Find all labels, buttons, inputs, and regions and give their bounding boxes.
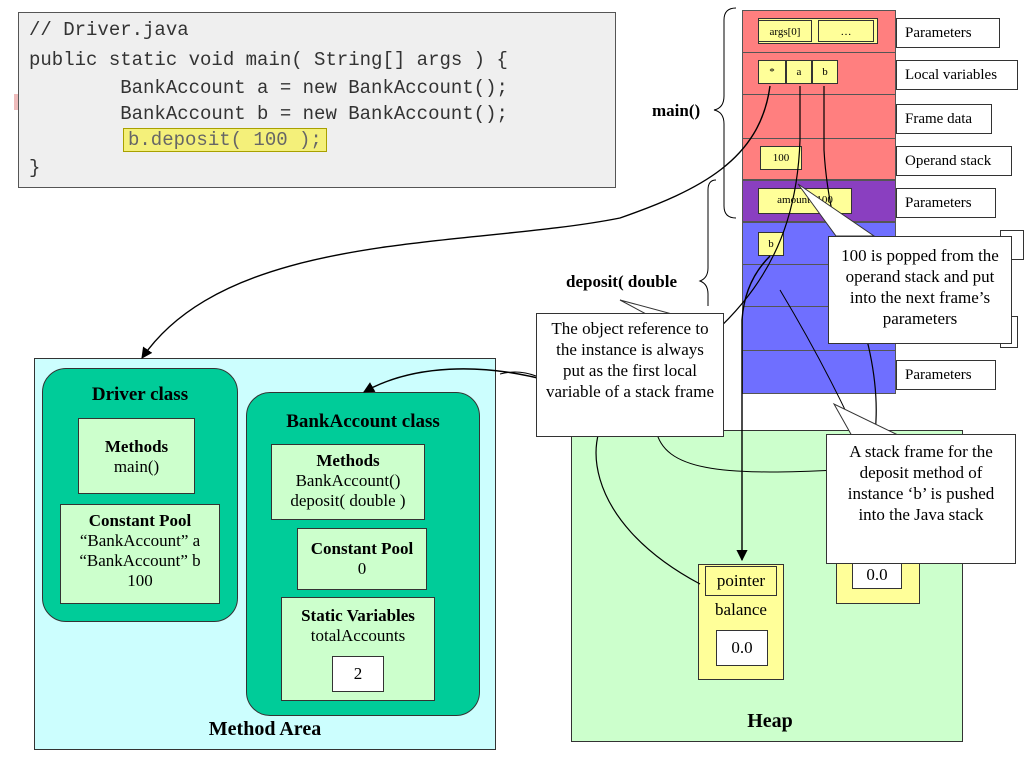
operand-slot: 100: [760, 146, 802, 170]
label-parameters: Parameters: [896, 18, 1000, 48]
bankaccount-methods-box: Methods BankAccount() deposit( double ): [271, 444, 425, 520]
callout-pointer: [619, 299, 673, 315]
callout-pointer: [797, 183, 876, 237]
bankaccount-class-title: BankAccount class: [286, 411, 440, 432]
deposit-brace: [698, 179, 717, 306]
highlighted-call: b.deposit( 100 );: [123, 128, 327, 152]
callout-popped: 100 is popped from the operand stack and…: [828, 236, 1012, 344]
methods-label: Methods: [104, 437, 169, 456]
code-line: BankAccount a = new BankAccount();: [29, 77, 508, 99]
deposit-frame-label: deposit( double: [566, 272, 677, 291]
code-line: BankAccount b = new BankAccount();: [29, 103, 508, 125]
code-snippet: // Driver.java public static void main( …: [18, 12, 616, 188]
method-main: main(): [113, 457, 160, 476]
local-b-slot: b: [812, 60, 838, 84]
args0-slot: args[0]: [758, 20, 812, 42]
methods-label: Methods: [316, 451, 380, 470]
driver-constant-pool-box: Constant Pool “BankAccount” a “BankAccou…: [60, 504, 220, 604]
constant-pool-label: Constant Pool: [310, 539, 414, 558]
callout-pointer: [832, 402, 901, 437]
method-constructor: BankAccount(): [295, 471, 401, 490]
pool-item: 100: [127, 571, 153, 590]
code-line: // Driver.java: [29, 19, 189, 41]
main-brace: [713, 7, 737, 219]
pool-item: “BankAccount” b: [79, 551, 201, 570]
label-frame-data: Frame data: [896, 104, 992, 134]
frame-divider: [742, 350, 896, 351]
static-variable-name: totalAccounts: [310, 626, 406, 645]
method-area-title: Method Area: [208, 718, 322, 740]
driver-class-arrow: [141, 85, 771, 359]
code-line: public static void main( String[] args )…: [29, 49, 508, 71]
frame-divider: [742, 264, 896, 265]
deposit-frame-connector: [655, 429, 837, 473]
local-a-slot: a: [786, 60, 812, 84]
balance-value: 0.0: [716, 630, 768, 666]
label-deposit-parameters: Parameters: [896, 188, 996, 218]
frame-divider: [742, 94, 896, 95]
args-ellipsis-slot: …: [818, 20, 874, 42]
label-operand-stack: Operand stack: [896, 146, 1012, 176]
frame-divider: [742, 52, 896, 53]
label-local-variables: Local variables: [896, 60, 1018, 90]
callout-reference: The object reference to the instance is …: [536, 313, 724, 437]
pool-item: “BankAccount” a: [79, 531, 201, 550]
static-variables-box: Static Variables totalAccounts: [281, 597, 435, 701]
main-frame-label: main(): [652, 101, 701, 120]
constant-pool-value: 0: [357, 559, 367, 578]
heap-object-2-balance-value: 0.0: [852, 561, 902, 589]
label-parameters-bottom: Parameters: [896, 360, 996, 390]
constant-pool-label: Constant Pool: [88, 511, 192, 530]
heap-title: Heap: [747, 710, 793, 732]
code-line: }: [29, 157, 41, 179]
static-variable-value: 2: [332, 656, 384, 692]
code-line-highlighted: b.deposit( 100 );: [123, 128, 327, 152]
method-deposit: deposit( double ): [290, 491, 406, 510]
frame-data-connector: [779, 289, 851, 421]
balance-label: balance: [715, 600, 767, 619]
driver-class-title: Driver class: [91, 384, 189, 405]
static-variables-label: Static Variables: [301, 606, 415, 625]
class-connector: [499, 371, 537, 377]
frame-divider: [742, 306, 896, 307]
bankaccount-constant-pool-box: Constant Pool 0: [297, 528, 427, 590]
pointer-field: pointer: [705, 566, 777, 596]
frame-divider: [742, 138, 896, 139]
driver-methods-box: Methods main(): [78, 418, 195, 494]
heap-pointer-arrow: [736, 255, 771, 562]
local-this-slot: *: [758, 60, 786, 84]
callout-frame: A stack frame for the deposit method of …: [826, 434, 1016, 564]
deposit-local-b-slot: b: [758, 232, 784, 256]
bankaccount-class-arrow: [363, 368, 561, 393]
